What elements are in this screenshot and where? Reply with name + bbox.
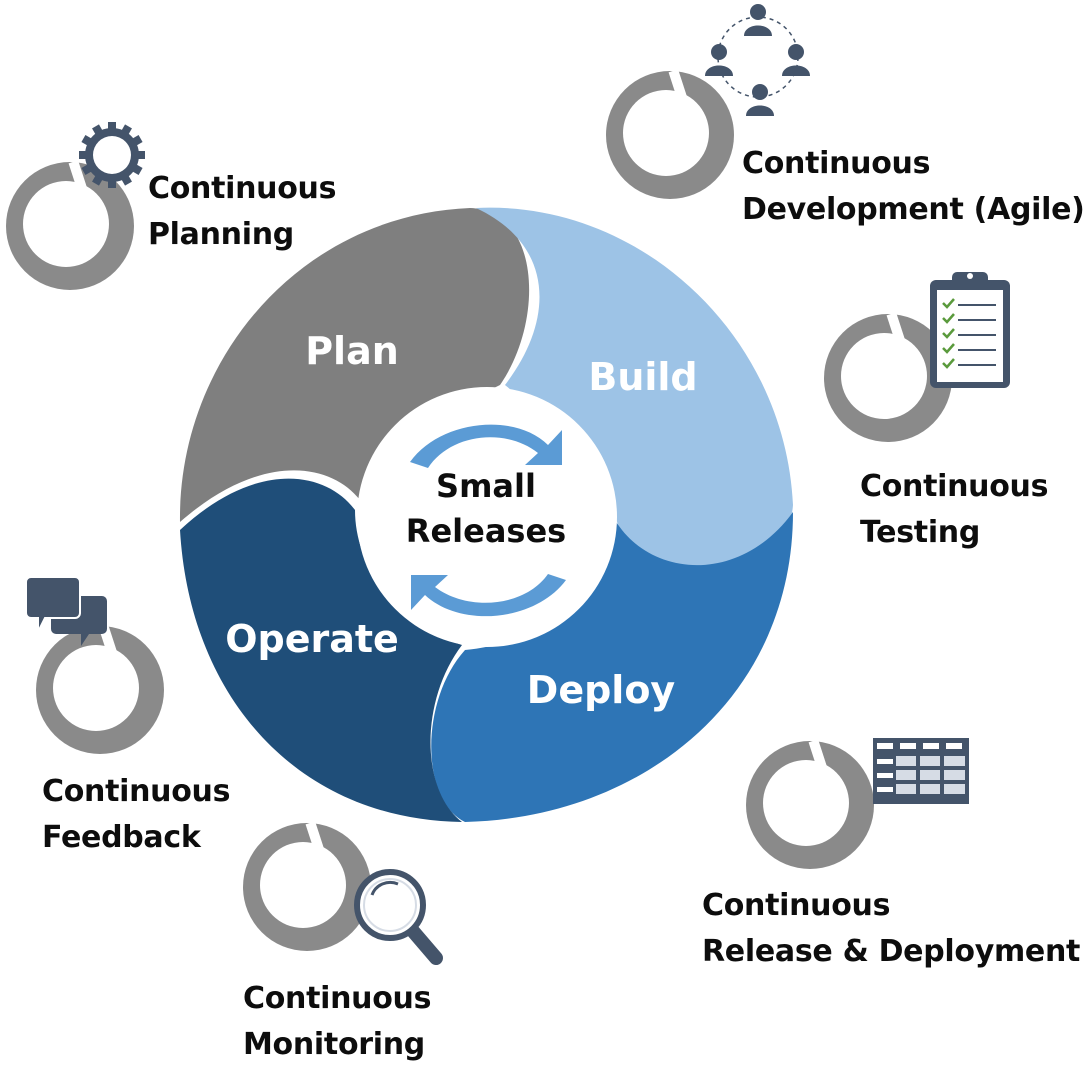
practice-monitoring-line2: Monitoring	[243, 1027, 425, 1062]
segment-build-label: Build	[588, 355, 697, 399]
practice-planning-label: Continuous Planning	[148, 166, 336, 258]
gear-icon	[79, 122, 145, 188]
practice-release-line2: Release & Deployment	[702, 934, 1081, 969]
ring-feedback-icon	[36, 624, 164, 754]
team-network-icon	[705, 4, 810, 116]
practice-feedback-line1: Continuous	[42, 774, 231, 809]
magnifier-icon	[354, 869, 443, 965]
ring-monitoring-icon	[243, 821, 371, 951]
practice-testing-line2: Testing	[860, 515, 981, 550]
segment-deploy-shape	[431, 512, 793, 822]
center-label-line2: Releases	[406, 512, 566, 550]
segment-deploy-label: Deploy	[527, 668, 676, 712]
segment-operate-shape	[180, 478, 462, 822]
segment-operate-label: Operate	[225, 617, 399, 661]
ring-release-icon	[746, 739, 874, 869]
chat-bubbles-icon	[25, 576, 107, 646]
center-label-line1: Small	[436, 467, 536, 505]
practice-release-label: Continuous Release & Deployment	[702, 883, 1080, 975]
practice-testing-label: Continuous Testing	[860, 464, 1048, 556]
practice-feedback-label: Continuous Feedback	[42, 769, 230, 861]
table-grid-icon	[873, 738, 969, 804]
practice-release-line1: Continuous	[702, 888, 891, 923]
practice-development-label: Continuous Development (Agile)	[742, 141, 1085, 233]
segment-plan-label: Plan	[305, 329, 399, 373]
clipboard-checklist-icon	[930, 272, 1010, 388]
ring-development-icon	[606, 69, 734, 199]
practice-planning-line1: Continuous	[148, 171, 337, 206]
practice-planning-line2: Planning	[148, 217, 294, 252]
cycle-wheel	[178, 207, 796, 825]
arrow-top-icon	[410, 424, 562, 468]
practice-monitoring-line1: Continuous	[243, 981, 432, 1016]
segment-build-shape	[476, 207, 793, 575]
segment-plan-shape	[179, 208, 530, 522]
practice-development-line2: Development (Agile)	[742, 192, 1085, 227]
practice-testing-line1: Continuous	[860, 469, 1049, 504]
arrow-bottom-icon	[411, 574, 566, 617]
practice-development-line1: Continuous	[742, 146, 931, 181]
practice-feedback-line2: Feedback	[42, 820, 201, 855]
practice-monitoring-label: Continuous Monitoring	[243, 976, 431, 1068]
